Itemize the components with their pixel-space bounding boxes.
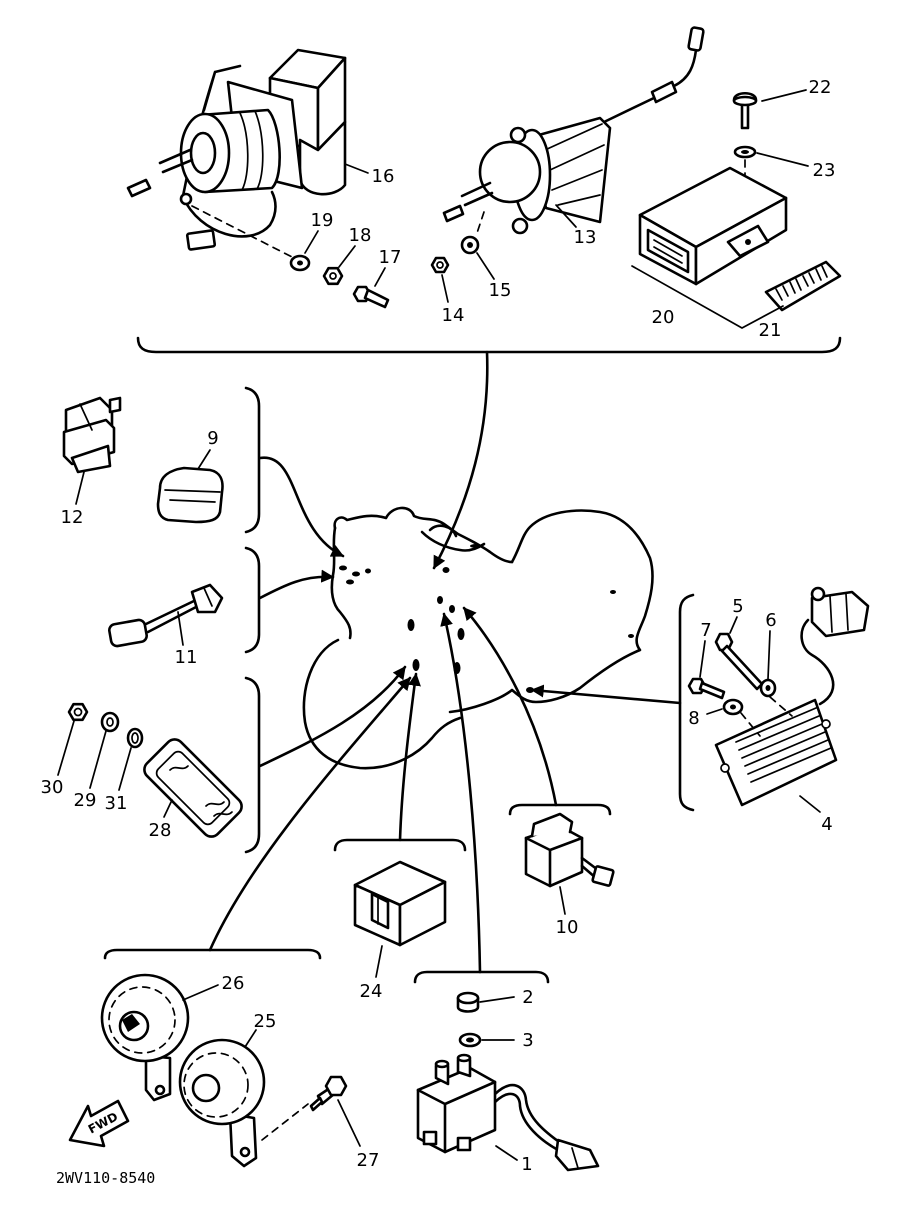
part-23-washer	[733, 145, 757, 159]
callout-1: 1	[521, 1154, 532, 1175]
part-2-nut	[456, 991, 480, 1013]
part-16-unit	[126, 48, 347, 251]
assembly-line-16	[191, 205, 295, 259]
callout-28: 28	[149, 820, 172, 841]
callout-18: 18	[349, 225, 372, 246]
part-20-control-unit	[638, 166, 788, 286]
part-31-ring	[126, 727, 144, 749]
callout-29: 29	[74, 790, 97, 811]
part-17-bolt	[352, 285, 390, 309]
diagram-code: 2WV110-8540	[56, 1169, 155, 1187]
assembly-line-13	[475, 211, 485, 237]
part-30-nut	[67, 702, 89, 722]
part-5-bolt	[714, 632, 764, 691]
part-29-washer	[100, 711, 120, 733]
part-22-screw	[732, 91, 758, 130]
callout-25: 25	[254, 1011, 277, 1032]
part-10-relay	[524, 812, 615, 888]
assembly-line-4	[740, 696, 793, 737]
top-group-bracket	[136, 336, 842, 570]
callout-12: 12	[61, 507, 84, 528]
callout-8: 8	[688, 708, 699, 729]
part-4-regulator	[714, 586, 870, 807]
callout-24: 24	[360, 981, 383, 1002]
part-8-washer	[722, 698, 744, 716]
part-15-washer	[460, 235, 480, 255]
part-24-unit	[353, 860, 447, 947]
callout-11: 11	[175, 647, 198, 668]
callout-21: 21	[759, 320, 782, 341]
callout-9: 9	[207, 428, 218, 449]
group-bracket-1-3	[413, 612, 550, 984]
callout-5: 5	[732, 596, 743, 617]
part-12-relay	[62, 396, 122, 474]
callout-31: 31	[105, 793, 128, 814]
part-13-unit	[442, 26, 705, 235]
leader-lines	[57, 89, 821, 1161]
left-group-bracket-11	[244, 546, 335, 654]
part-1-relay	[416, 1053, 600, 1172]
callout-27: 27	[357, 1150, 380, 1171]
callout-17: 17	[379, 247, 402, 268]
left-group-bracket-9-12	[244, 386, 345, 558]
part-3-washer	[458, 1032, 482, 1048]
part-25-horn	[178, 1038, 266, 1168]
callout-6: 6	[765, 610, 776, 631]
callout-3: 3	[522, 1030, 533, 1051]
callout-13: 13	[574, 227, 597, 248]
part-9-unit	[156, 466, 224, 524]
callout-20: 20	[652, 307, 675, 328]
callout-19: 19	[311, 210, 334, 231]
part-26-horn	[100, 973, 190, 1102]
callout-14: 14	[442, 305, 465, 326]
callout-2: 2	[522, 987, 533, 1008]
part-27-bolt	[309, 1075, 348, 1112]
part-21-rubber	[764, 260, 842, 312]
part-6-washer	[759, 678, 777, 698]
part-7-bolt	[687, 677, 726, 700]
part-14-nut	[430, 256, 450, 274]
callout-labels: 1 2 3 4 5 6 7 8 9 10 11 12 13 14 15 16 1…	[41, 77, 836, 1175]
callout-10: 10	[556, 917, 579, 938]
callout-30: 30	[41, 777, 64, 798]
callout-15: 15	[489, 280, 512, 301]
callout-16: 16	[372, 166, 395, 187]
part-19-washer	[289, 254, 311, 272]
part-28-unit	[143, 738, 243, 838]
callout-4: 4	[821, 814, 832, 835]
part-18-nut	[322, 266, 344, 286]
callout-22: 22	[809, 77, 832, 98]
callout-26: 26	[222, 973, 245, 994]
right-group-bracket-4-8	[530, 593, 695, 812]
group-bracket-horns	[103, 676, 412, 960]
callout-23: 23	[813, 160, 836, 181]
assembly-line-27	[261, 1103, 309, 1141]
callout-7: 7	[700, 620, 711, 641]
fwd-arrow-icon: FWD	[68, 1099, 130, 1148]
frame-mount-points	[339, 544, 634, 693]
group-bracket-10	[462, 606, 612, 816]
group-bracket-24	[333, 672, 467, 852]
left-group-bracket-28-31	[244, 665, 407, 854]
part-11-sensor	[108, 583, 224, 648]
